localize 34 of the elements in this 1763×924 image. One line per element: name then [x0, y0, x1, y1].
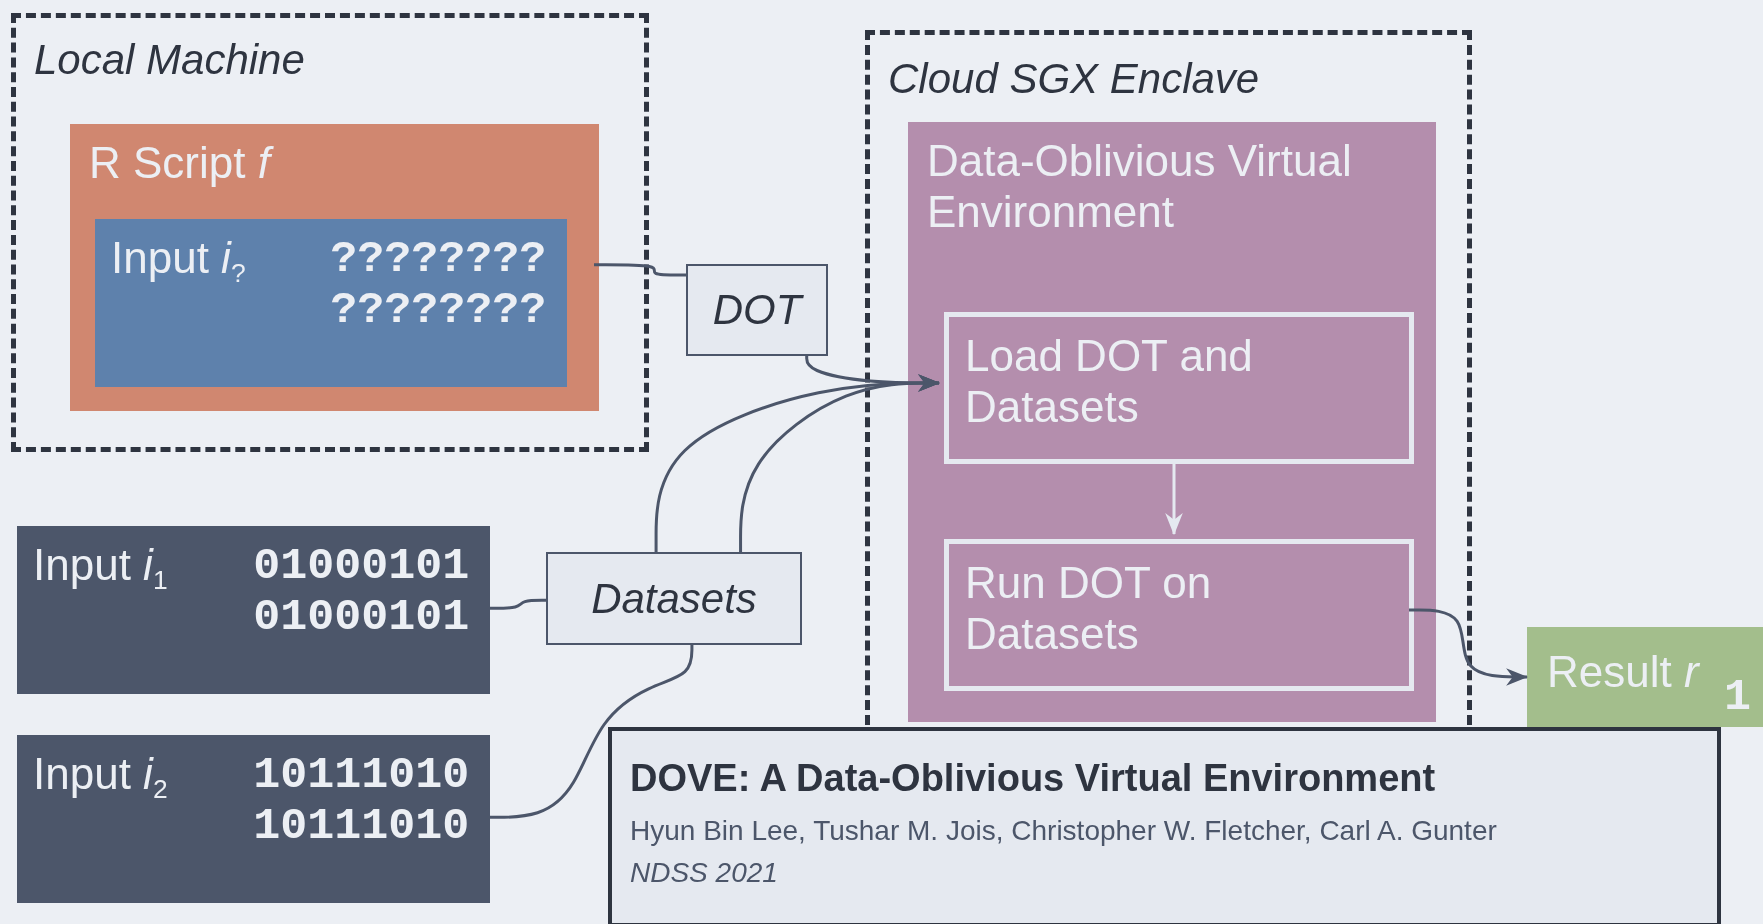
process-box — [944, 312, 1414, 464]
title-card — [608, 727, 1721, 924]
bit-string: ???????? ???????? — [330, 235, 548, 337]
arrow — [1409, 608, 1529, 686]
region-title: Cloud SGX Enclave — [888, 55, 1260, 104]
result-box — [1527, 627, 1763, 727]
input-box — [17, 735, 490, 903]
card-title: DOVE: A Data-Oblivious Virtual Environment — [630, 757, 1436, 801]
tag-text: Datasets — [590, 574, 758, 623]
dashed-region — [11, 13, 649, 452]
input-label: Input i$_{2}$ — [33, 749, 168, 805]
region-title: Local Machine — [34, 36, 305, 85]
bit-string: 1 — [1724, 673, 1751, 724]
arrow — [739, 374, 941, 552]
input-box — [95, 219, 567, 387]
venue-text: NDSS 2021 — [630, 857, 778, 890]
tag-box — [546, 552, 802, 645]
input-label: Input i$_{1}$ — [33, 540, 168, 596]
step-text: Load DOT and Datasets — [965, 331, 1254, 433]
dashed-region — [865, 30, 1472, 725]
bit-string: 10111010 10111010 — [253, 751, 471, 853]
author-list: Hyun Bin Lee, Tushar M. Jois, Christopher W. Fletcher, Carl A. Gunter — [630, 815, 1497, 848]
bit-string: 01000101 01000101 — [253, 542, 471, 644]
input-label: Input i$_{?}$ — [111, 233, 246, 289]
result-label: Result r — [1547, 647, 1699, 698]
process-box — [944, 539, 1414, 691]
tag-text: DOT — [711, 285, 805, 335]
script-box — [70, 124, 599, 411]
box-title: Data-Oblivious Virtual Environment — [927, 136, 1353, 238]
box-title: R Script f — [89, 138, 588, 189]
step-text: Run DOT on Datasets — [965, 558, 1213, 660]
environment-panel — [908, 122, 1436, 722]
tag-box — [686, 264, 828, 356]
input-box — [17, 526, 490, 694]
